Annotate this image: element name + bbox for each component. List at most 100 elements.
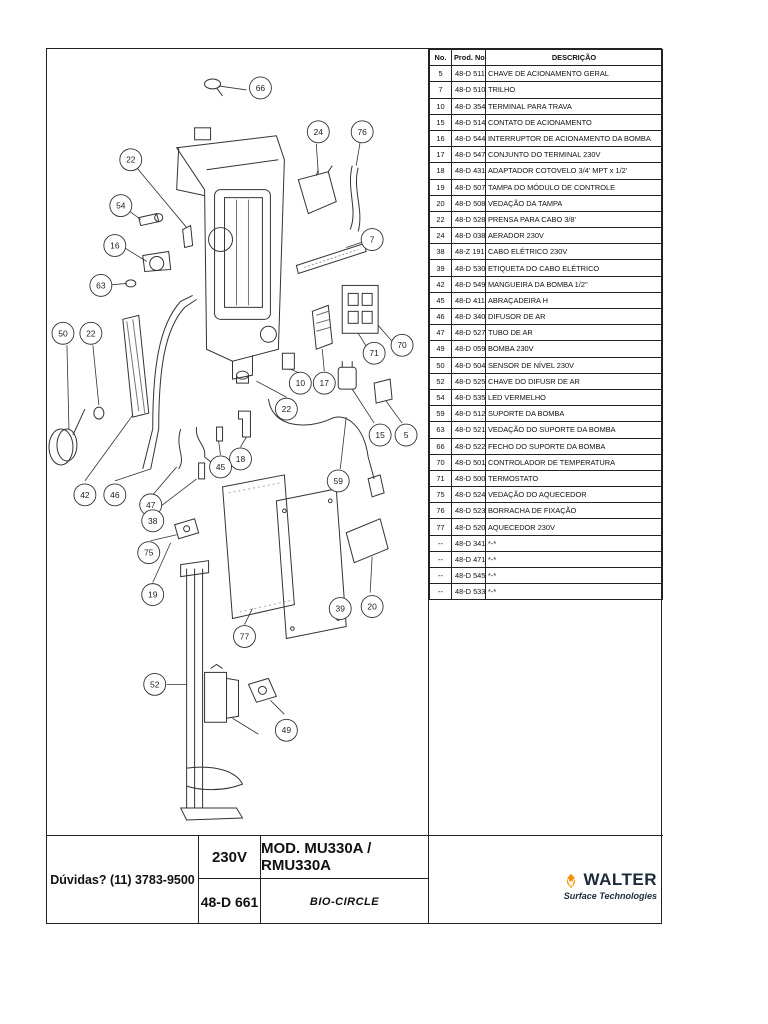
part-42: [142, 294, 197, 470]
item-number: --: [429, 550, 452, 569]
product-number: 48-D 507: [451, 178, 486, 196]
header-prod-no: Prod. No.: [451, 48, 486, 67]
title-block: Dúvidas? (11) 3783-9500 230V MOD. MU330A…: [47, 835, 663, 924]
product-number: 48-D 431: [451, 162, 486, 180]
item-number: 18: [429, 162, 452, 180]
voltage: 230V: [199, 836, 261, 879]
part-38: [267, 399, 385, 498]
item-number: 70: [429, 453, 452, 471]
description: SUPORTE DA BOMBA: [485, 405, 663, 423]
product-number: 48-D 547: [451, 146, 486, 164]
callout-circle: [109, 194, 133, 218]
item-number: 39: [429, 259, 452, 277]
product-number: 48-D 501: [451, 453, 486, 471]
product-number: 48-D 520: [451, 518, 486, 536]
part-46: [174, 518, 200, 540]
product-number: 48-D 504: [451, 356, 486, 374]
description: CHAVE DE ACIONAMENTO GERAL: [485, 65, 663, 83]
callout-label: 38: [148, 516, 158, 526]
product-number: 48-D 511: [451, 65, 486, 83]
description: TUBO DE AR: [485, 324, 663, 342]
part-63: [125, 279, 137, 288]
callout-circle: [312, 371, 336, 395]
description: BORRACHA DE FIXAÇÃO: [485, 502, 663, 520]
callout-label: 20: [367, 602, 377, 612]
callout-label: 22: [86, 328, 96, 338]
callout-label: 42: [80, 490, 90, 500]
item-number: 76: [429, 502, 452, 520]
part-49: [204, 663, 239, 723]
description: *-*: [485, 534, 663, 552]
part-77: [179, 560, 244, 821]
description: LED VERMELHO: [485, 388, 663, 407]
callout-circle: [141, 509, 165, 533]
table-row: --48-D 471*-*: [429, 550, 663, 569]
product-number: 48-D 059: [451, 340, 486, 358]
description: VEDAÇÃO DA TAMPA: [485, 194, 663, 212]
description: VEDAÇÃO DO AQUECEDOR: [485, 486, 663, 504]
callout-label: 47: [146, 500, 156, 510]
description: MANGUEIRA DA BOMBA 1/2'': [485, 275, 663, 293]
product-number: 48-D 535: [451, 388, 486, 407]
item-number: 71: [429, 469, 452, 488]
product-number: 48-D 411: [451, 291, 486, 310]
callout-label: 59: [334, 476, 344, 486]
callout-label: 17: [320, 378, 330, 388]
item-number: 46: [429, 307, 452, 326]
header-no: No.: [429, 48, 452, 67]
description: VEDAÇÃO DO SUPORTE DA BOMBA: [485, 421, 663, 439]
callout-circle: [360, 595, 384, 618]
callout-circle: [141, 583, 165, 607]
item-number: 45: [429, 291, 452, 310]
item-number: 59: [429, 405, 452, 423]
callout-circle: [103, 234, 127, 257]
item-number: 54: [429, 388, 452, 407]
description: ABRAÇADEIRA H: [485, 291, 663, 310]
item-number: --: [429, 566, 452, 585]
callout-circle: [249, 76, 272, 100]
item-number: 24: [429, 227, 452, 245]
product-number: 48-D 340: [451, 307, 486, 326]
part-20: [222, 474, 295, 620]
callout-label: 45: [216, 462, 226, 472]
callout-label: 18: [236, 454, 246, 464]
part-22a: [182, 224, 194, 249]
bio-circle-logo: BIO-CIRCLE: [261, 879, 429, 924]
product-number: 48-D 525: [451, 372, 486, 390]
description: DIFUSOR DE AR: [485, 307, 663, 326]
part-24: [297, 165, 337, 215]
main-housing: [175, 127, 285, 380]
part-22b: [93, 406, 105, 420]
part-39: [345, 518, 389, 564]
callout-label: 15: [375, 430, 385, 440]
part-15: [337, 361, 357, 390]
description: CHAVE DO DIFUSR DE AR: [485, 372, 663, 390]
description: TRILHO: [485, 81, 663, 99]
item-number: 15: [429, 113, 452, 131]
product-number: 48-D 522: [451, 437, 486, 455]
callout-label: 10: [296, 378, 306, 388]
company-name: WALTER: [583, 870, 657, 889]
description: *-*: [485, 550, 663, 569]
callout-circle: [368, 423, 392, 447]
model-name: MOD. MU330A / RMU330A: [261, 836, 429, 879]
callout-label: 71: [369, 348, 379, 358]
callout-label: 52: [150, 679, 160, 689]
exploded-view-svg: 6624762254167635022717010172215518454738…: [48, 76, 418, 821]
part-45: [216, 426, 224, 442]
